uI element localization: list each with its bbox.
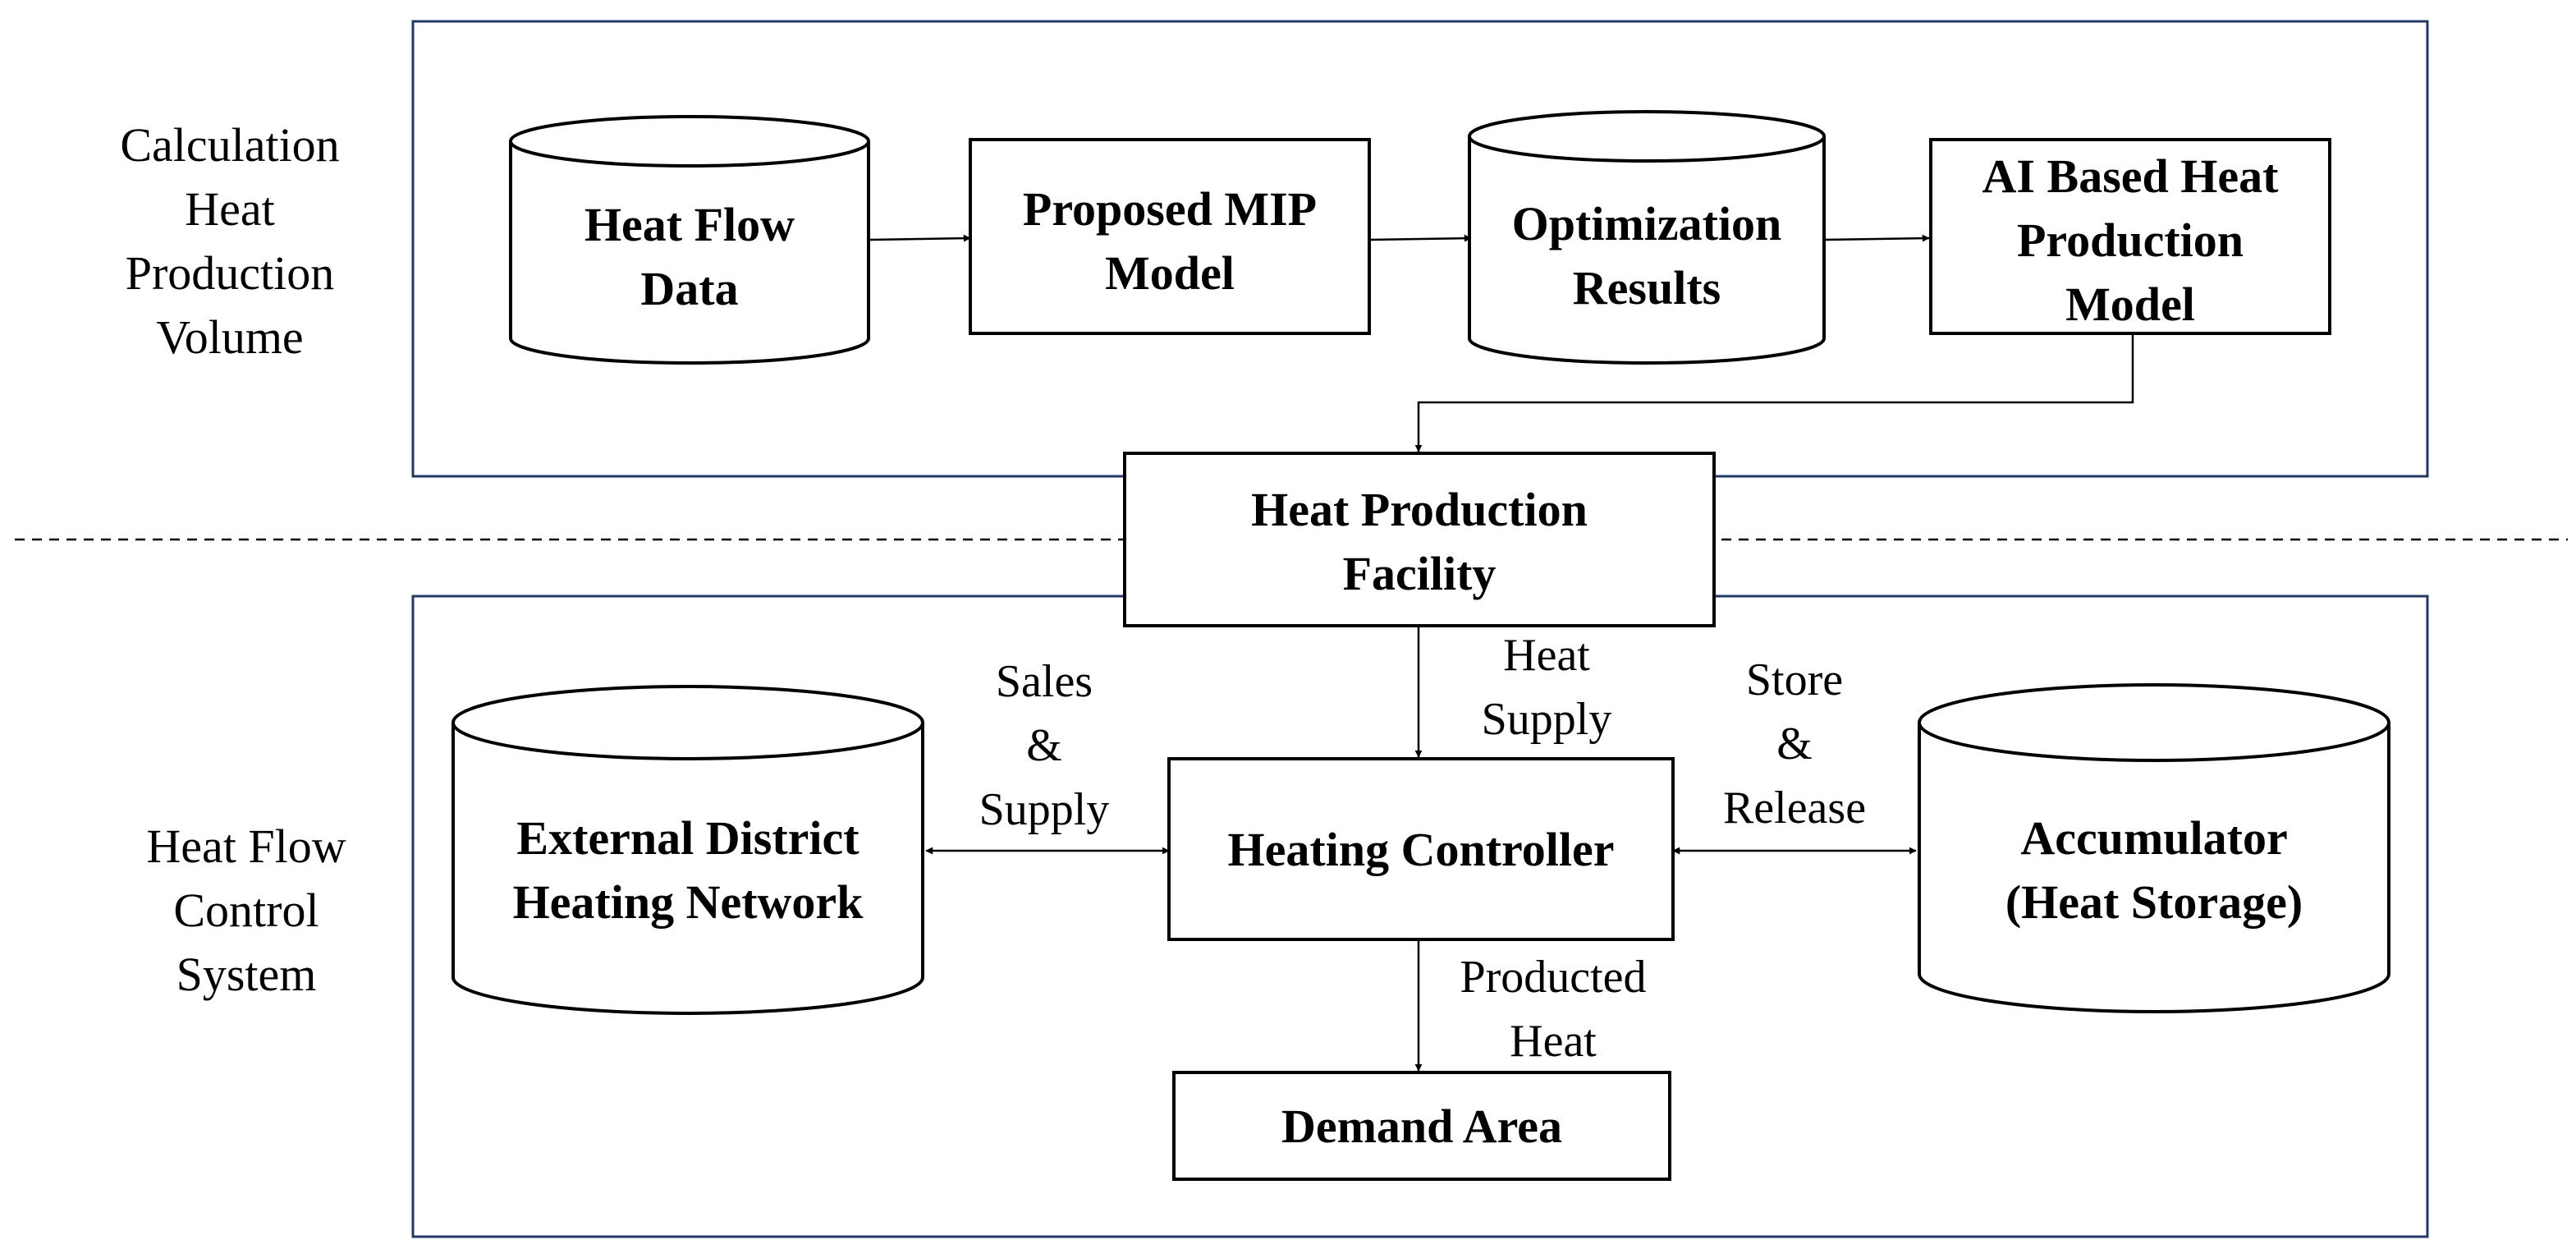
cylinder-top [1918,683,2390,762]
heat-production-facility-node: Heat Production Facility [1123,452,1716,627]
store-release-label: Store & Release [1723,654,1866,833]
edge-label-line: Heat [1503,630,1590,681]
sales-supply-label: Sales & Supply [979,656,1110,835]
node-box [1167,757,1675,941]
node-label-line: Results [1573,261,1721,315]
arrow-ai-to-facility [1414,333,2134,452]
calculation-label-line: Heat [185,182,275,236]
edge-label-line: Store [1746,654,1843,705]
demand-area-node: Demand Area [1172,1071,1671,1181]
calculation-label-line: Calculation [120,118,339,172]
edge-label-line: Supply [979,784,1110,835]
node-label-line: Heat Production [1251,483,1588,536]
cylinder-top [509,115,870,168]
proposed-mip-model-node: Proposed MIP Model [969,138,1371,335]
edge-label-line: Release [1723,783,1866,833]
edge-label-line: & [1776,719,1813,769]
node-label-line: External District [516,811,859,865]
node-label-line: Proposed MIP [1023,182,1317,236]
cylinder-body [1918,723,2390,1013]
node-box [1123,452,1716,627]
node-box [1172,1071,1671,1181]
ai-heat-production-model-node: AI Based Heat Production Model [1929,138,2331,335]
node-label-line: Accumulator [2020,811,2287,865]
external-district-heating-network-node: External District Heating Network [451,685,924,1015]
node-label-line: Production [2017,214,2244,267]
node-label-line: Model [2065,278,2195,331]
arrow-data-to-mip [869,234,971,242]
arrow-results-to-ai [1823,234,1930,242]
node-label-line: (Heat Storage) [2005,875,2303,929]
calculation-label-line: Volume [156,310,303,364]
node-label-line: Demand Area [1281,1100,1562,1153]
edge-label-line: Producted [1460,952,1646,1003]
heat-supply-label: Heat Supply [1482,630,1612,745]
control-section-label: Heat Flow Control System [146,820,346,1001]
node-label-line: Optimization [1512,197,1782,250]
node-label-line: Heat Flow [584,198,795,251]
control-label-line: System [176,948,317,1001]
calculation-label-line: Production [126,246,335,300]
cylinder-body [509,141,870,365]
node-label-line: AI Based Heat [1982,149,2280,203]
node-label-line: Heating Network [513,875,864,929]
optimization-results-node: Optimization Results [1468,110,1826,365]
arrow-mip-to-results [1368,234,1472,242]
node-label-line: Facility [1343,547,1497,600]
calculation-section-label: Calculation Heat Production Volume [120,118,339,364]
node-label-line: Heating Controller [1228,823,1615,876]
node-label-line: Data [640,262,738,315]
cylinder-top [1468,110,1826,163]
control-label-line: Heat Flow [146,820,346,873]
edge-label-line: Sales [996,656,1093,707]
heat-flow-data-node: Heat Flow Data [509,115,870,365]
cylinder-body [451,723,924,1015]
heating-controller-node: Heating Controller [1167,757,1675,941]
cylinder-top [451,685,924,760]
edge-label-line: Heat [1510,1016,1597,1067]
cylinder-body [1468,136,1826,365]
edge-label-line: & [1026,720,1062,771]
edge-label-line: Supply [1482,694,1612,745]
control-label-line: Control [173,884,319,937]
node-box [969,138,1371,335]
node-box [1929,138,2331,335]
producted-heat-label: Producted Heat [1460,952,1646,1067]
accumulator-node: Accumulator (Heat Storage) [1918,683,2390,1013]
node-label-line: Model [1105,246,1235,300]
